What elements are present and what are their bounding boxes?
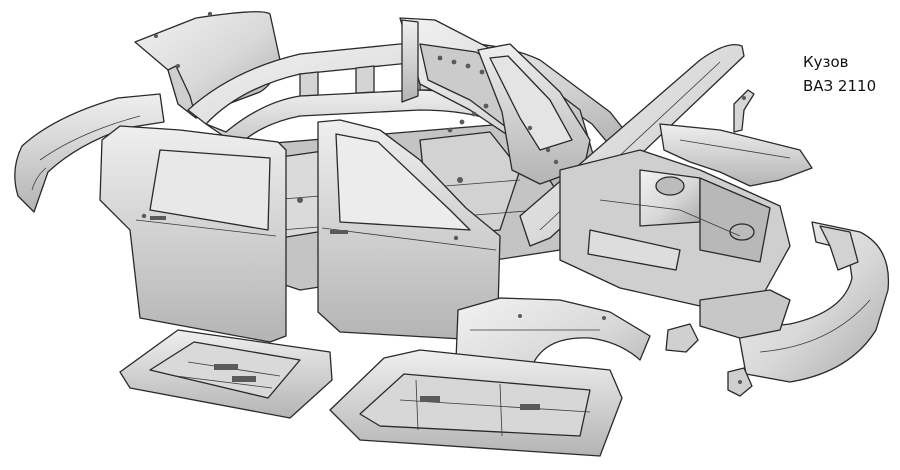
bracket-lower bbox=[665, 323, 753, 397]
bracket-upper bbox=[733, 89, 755, 133]
rear-floor-panel bbox=[119, 329, 333, 419]
caption-line-2: ВАЗ 2110 bbox=[803, 77, 877, 95]
caption: Кузов ВАЗ 2110 bbox=[803, 50, 876, 98]
front-door-left bbox=[317, 119, 501, 341]
rear-door-left bbox=[99, 125, 287, 343]
caption-line-1: Кузов bbox=[803, 53, 849, 71]
front-fender-right bbox=[659, 123, 813, 187]
engine-compartment bbox=[559, 149, 791, 307]
front-panel bbox=[699, 289, 791, 339]
front-bumper bbox=[737, 221, 890, 383]
front-floor-panel bbox=[329, 349, 623, 457]
rear-bumper bbox=[14, 93, 165, 213]
